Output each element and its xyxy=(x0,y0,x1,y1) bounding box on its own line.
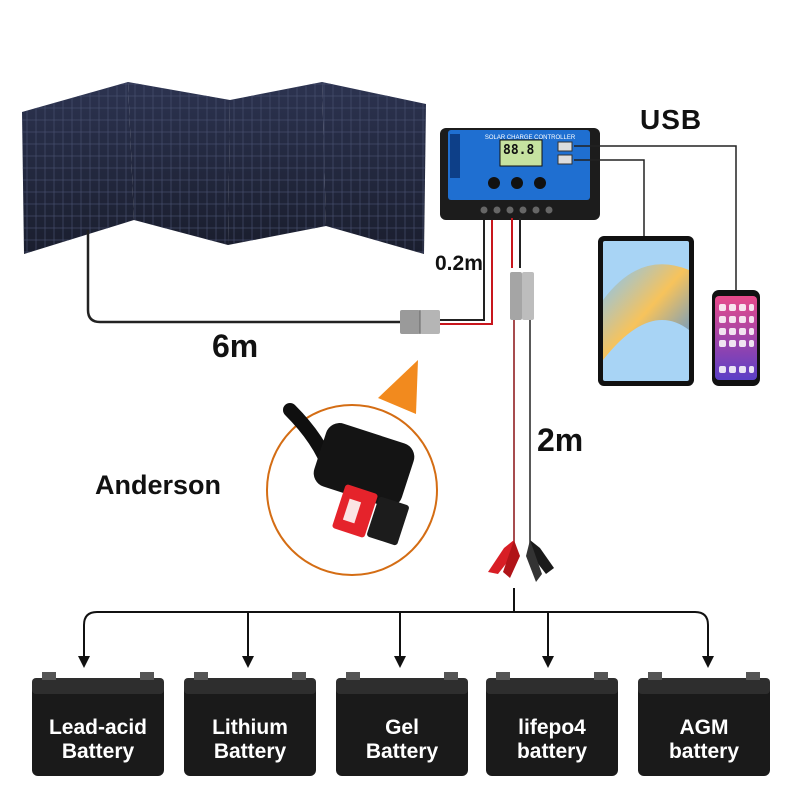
battery-agm xyxy=(638,672,770,776)
tablet xyxy=(598,236,694,386)
battery-lithium xyxy=(184,672,316,776)
anderson-label: Anderson xyxy=(95,470,222,500)
controller-cable-label: 0.2m xyxy=(435,252,483,275)
black-clamp xyxy=(526,540,554,582)
charge-controller xyxy=(440,128,600,220)
anderson-callout xyxy=(266,360,438,576)
battery-gel xyxy=(336,672,468,776)
panel-cable xyxy=(86,230,402,324)
anderson-plug-icon xyxy=(313,423,415,546)
inline-anderson-connector xyxy=(400,310,440,334)
battery-anderson-connector xyxy=(510,272,534,320)
clamp-cable-label: 2m xyxy=(537,422,584,458)
battery-lifepo4 xyxy=(486,672,618,776)
phone xyxy=(712,290,760,386)
panel-cable-label: 6m xyxy=(212,328,259,364)
controller-button-3 xyxy=(534,177,546,189)
callout-pointer xyxy=(378,360,418,414)
controller-display: 88.8 xyxy=(503,143,535,158)
controller-lcd xyxy=(499,139,543,167)
usb-port-1 xyxy=(557,141,573,152)
controller-button-2 xyxy=(511,177,523,189)
usb-label: USB xyxy=(640,104,703,135)
controller-button-1 xyxy=(488,177,500,189)
solar-panel xyxy=(22,82,426,254)
controller-title: SOLAR CHARGE CONTROLLER xyxy=(484,135,576,141)
red-clamp xyxy=(488,540,520,578)
battery-lead-acid xyxy=(32,672,164,776)
usb-port-2 xyxy=(557,154,573,165)
battery-distribution-lines xyxy=(78,588,714,668)
